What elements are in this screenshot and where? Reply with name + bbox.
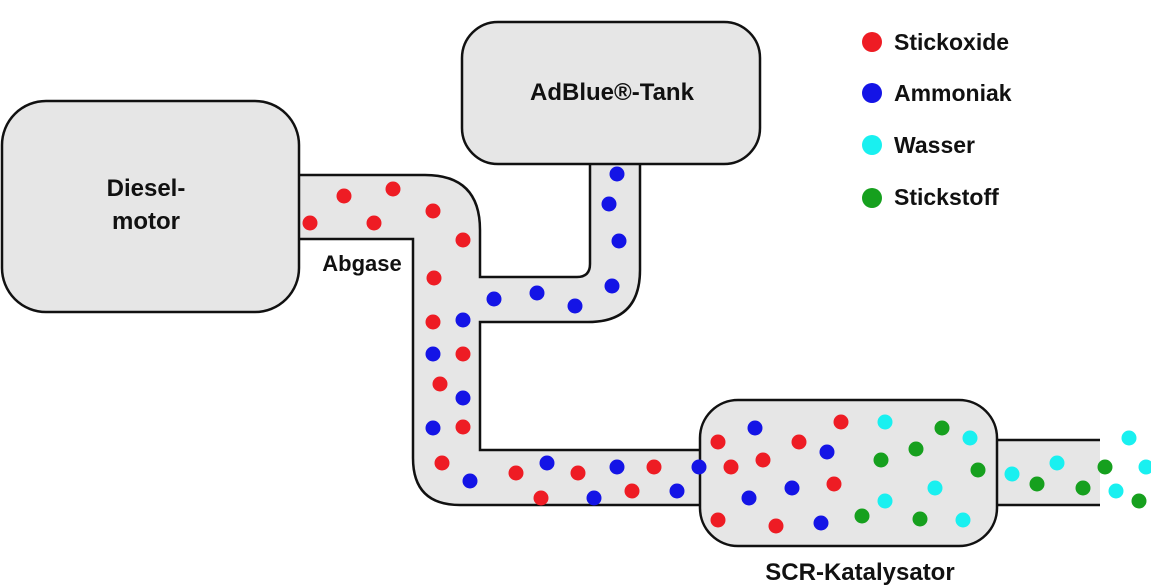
ammoniak-particle [455,390,471,406]
stickoxide-particle [826,476,842,492]
legend-label-ammoniak: Ammoniak [894,80,1012,106]
wasser-particle [962,430,978,446]
stickoxide-particle [385,181,401,197]
ammoniak-particles [425,166,835,531]
stickoxide-particle [570,465,586,481]
exhaust-pipe [300,163,1100,507]
stickoxide-particle [833,414,849,430]
ammoniak-particle [539,455,555,471]
stickoxide-particle [426,270,442,286]
engine-label-line1: Diesel- [107,175,186,202]
stickoxide-particle [710,434,726,450]
wasser-particle [1049,455,1065,471]
wasser-particle [1004,466,1020,482]
pipe-wall-inner [300,237,700,507]
tank-label: AdBlue®-Tank [530,79,695,106]
stickstoff-particle [1029,476,1045,492]
ammoniak-particle [819,444,835,460]
adblue-tank-box [460,20,762,166]
legend-swatch-stickstoff [862,188,882,208]
ammoniak-particle [462,473,478,489]
ammoniak-particle [567,298,583,314]
stickstoff-particle [1097,459,1113,475]
stickoxide-particle [302,215,318,231]
wasser-particle [927,480,943,496]
ammoniak-particle [669,483,685,499]
stickoxide-particle [455,419,471,435]
ammoniak-particle [609,459,625,475]
stickoxide-particle [646,459,662,475]
stickstoff-particles [854,420,1147,527]
legend-label-stickoxide: Stickoxide [894,29,1009,55]
ammoniak-particle [425,420,441,436]
stickstoff-particle [970,462,986,478]
ammoniak-particle [691,459,707,475]
outlet-pipe-walls [995,438,1100,507]
stickoxide-particle [791,434,807,450]
legend-swatch-stickoxide [862,32,882,52]
stickstoff-particle [1131,493,1147,509]
stickoxide-particle [432,376,448,392]
wasser-particle [1121,430,1137,446]
stickoxide-particle [366,215,382,231]
ammoniak-particle [611,233,627,249]
stickoxide-particle [723,459,739,475]
stickoxide-particles [302,181,849,534]
catalyst-label: SCR-Katalysator [765,559,954,586]
stickstoff-particle [908,441,924,457]
scr-catalyst-box [698,398,999,548]
engine-label-line2: motor [112,208,180,235]
stickoxide-particle [455,346,471,362]
diesel-engine-box [0,99,301,314]
ammoniak-particle [813,515,829,531]
ammoniak-particle [604,278,620,294]
legend-swatch-wasser [862,135,882,155]
stickoxide-particle [455,232,471,248]
wasser-particle [955,512,971,528]
ammoniak-particle [455,312,471,328]
pipe-wall-tank-right [478,163,700,452]
legend-label-wasser: Wasser [894,132,975,158]
ammoniak-particle [784,480,800,496]
wasser-particle [877,493,893,509]
stickstoff-particle [934,420,950,436]
wasser-particle [1108,483,1124,499]
stickstoff-particle [854,508,870,524]
stickoxide-particle [624,483,640,499]
exhaust-pipe-body [300,163,700,505]
stickoxide-particle [425,314,441,330]
stickstoff-particle [1075,480,1091,496]
ammoniak-particle [486,291,502,307]
ammoniak-particle [601,196,617,212]
stickoxide-particle [710,512,726,528]
ammoniak-particle [747,420,763,436]
stickoxide-particle [508,465,524,481]
stickoxide-particle [425,203,441,219]
outlet-pipe-body [995,440,1100,505]
ammoniak-particle [609,166,625,182]
stickstoff-particle [873,452,889,468]
ammoniak-particle [586,490,602,506]
ammoniak-particle [529,285,545,301]
ammoniak-particle [425,346,441,362]
pipe-wall-upper [300,163,592,279]
wasser-particle [877,414,893,430]
stickoxide-particle [434,455,450,471]
stickoxide-particle [768,518,784,534]
ammoniak-particle [741,490,757,506]
stickstoff-particle [912,511,928,527]
wasser-particles [877,414,1151,528]
legend-label-stickstoff: Stickstoff [894,184,999,210]
legend-swatch-ammoniak [862,83,882,103]
stickoxide-particle [336,188,352,204]
stickoxide-particle [533,490,549,506]
stickoxide-particle [755,452,771,468]
legend: Stickoxide Ammoniak Wasser Stickstoff [862,29,1012,210]
exhaust-label: Abgase [322,251,401,276]
wasser-particle [1138,459,1151,475]
